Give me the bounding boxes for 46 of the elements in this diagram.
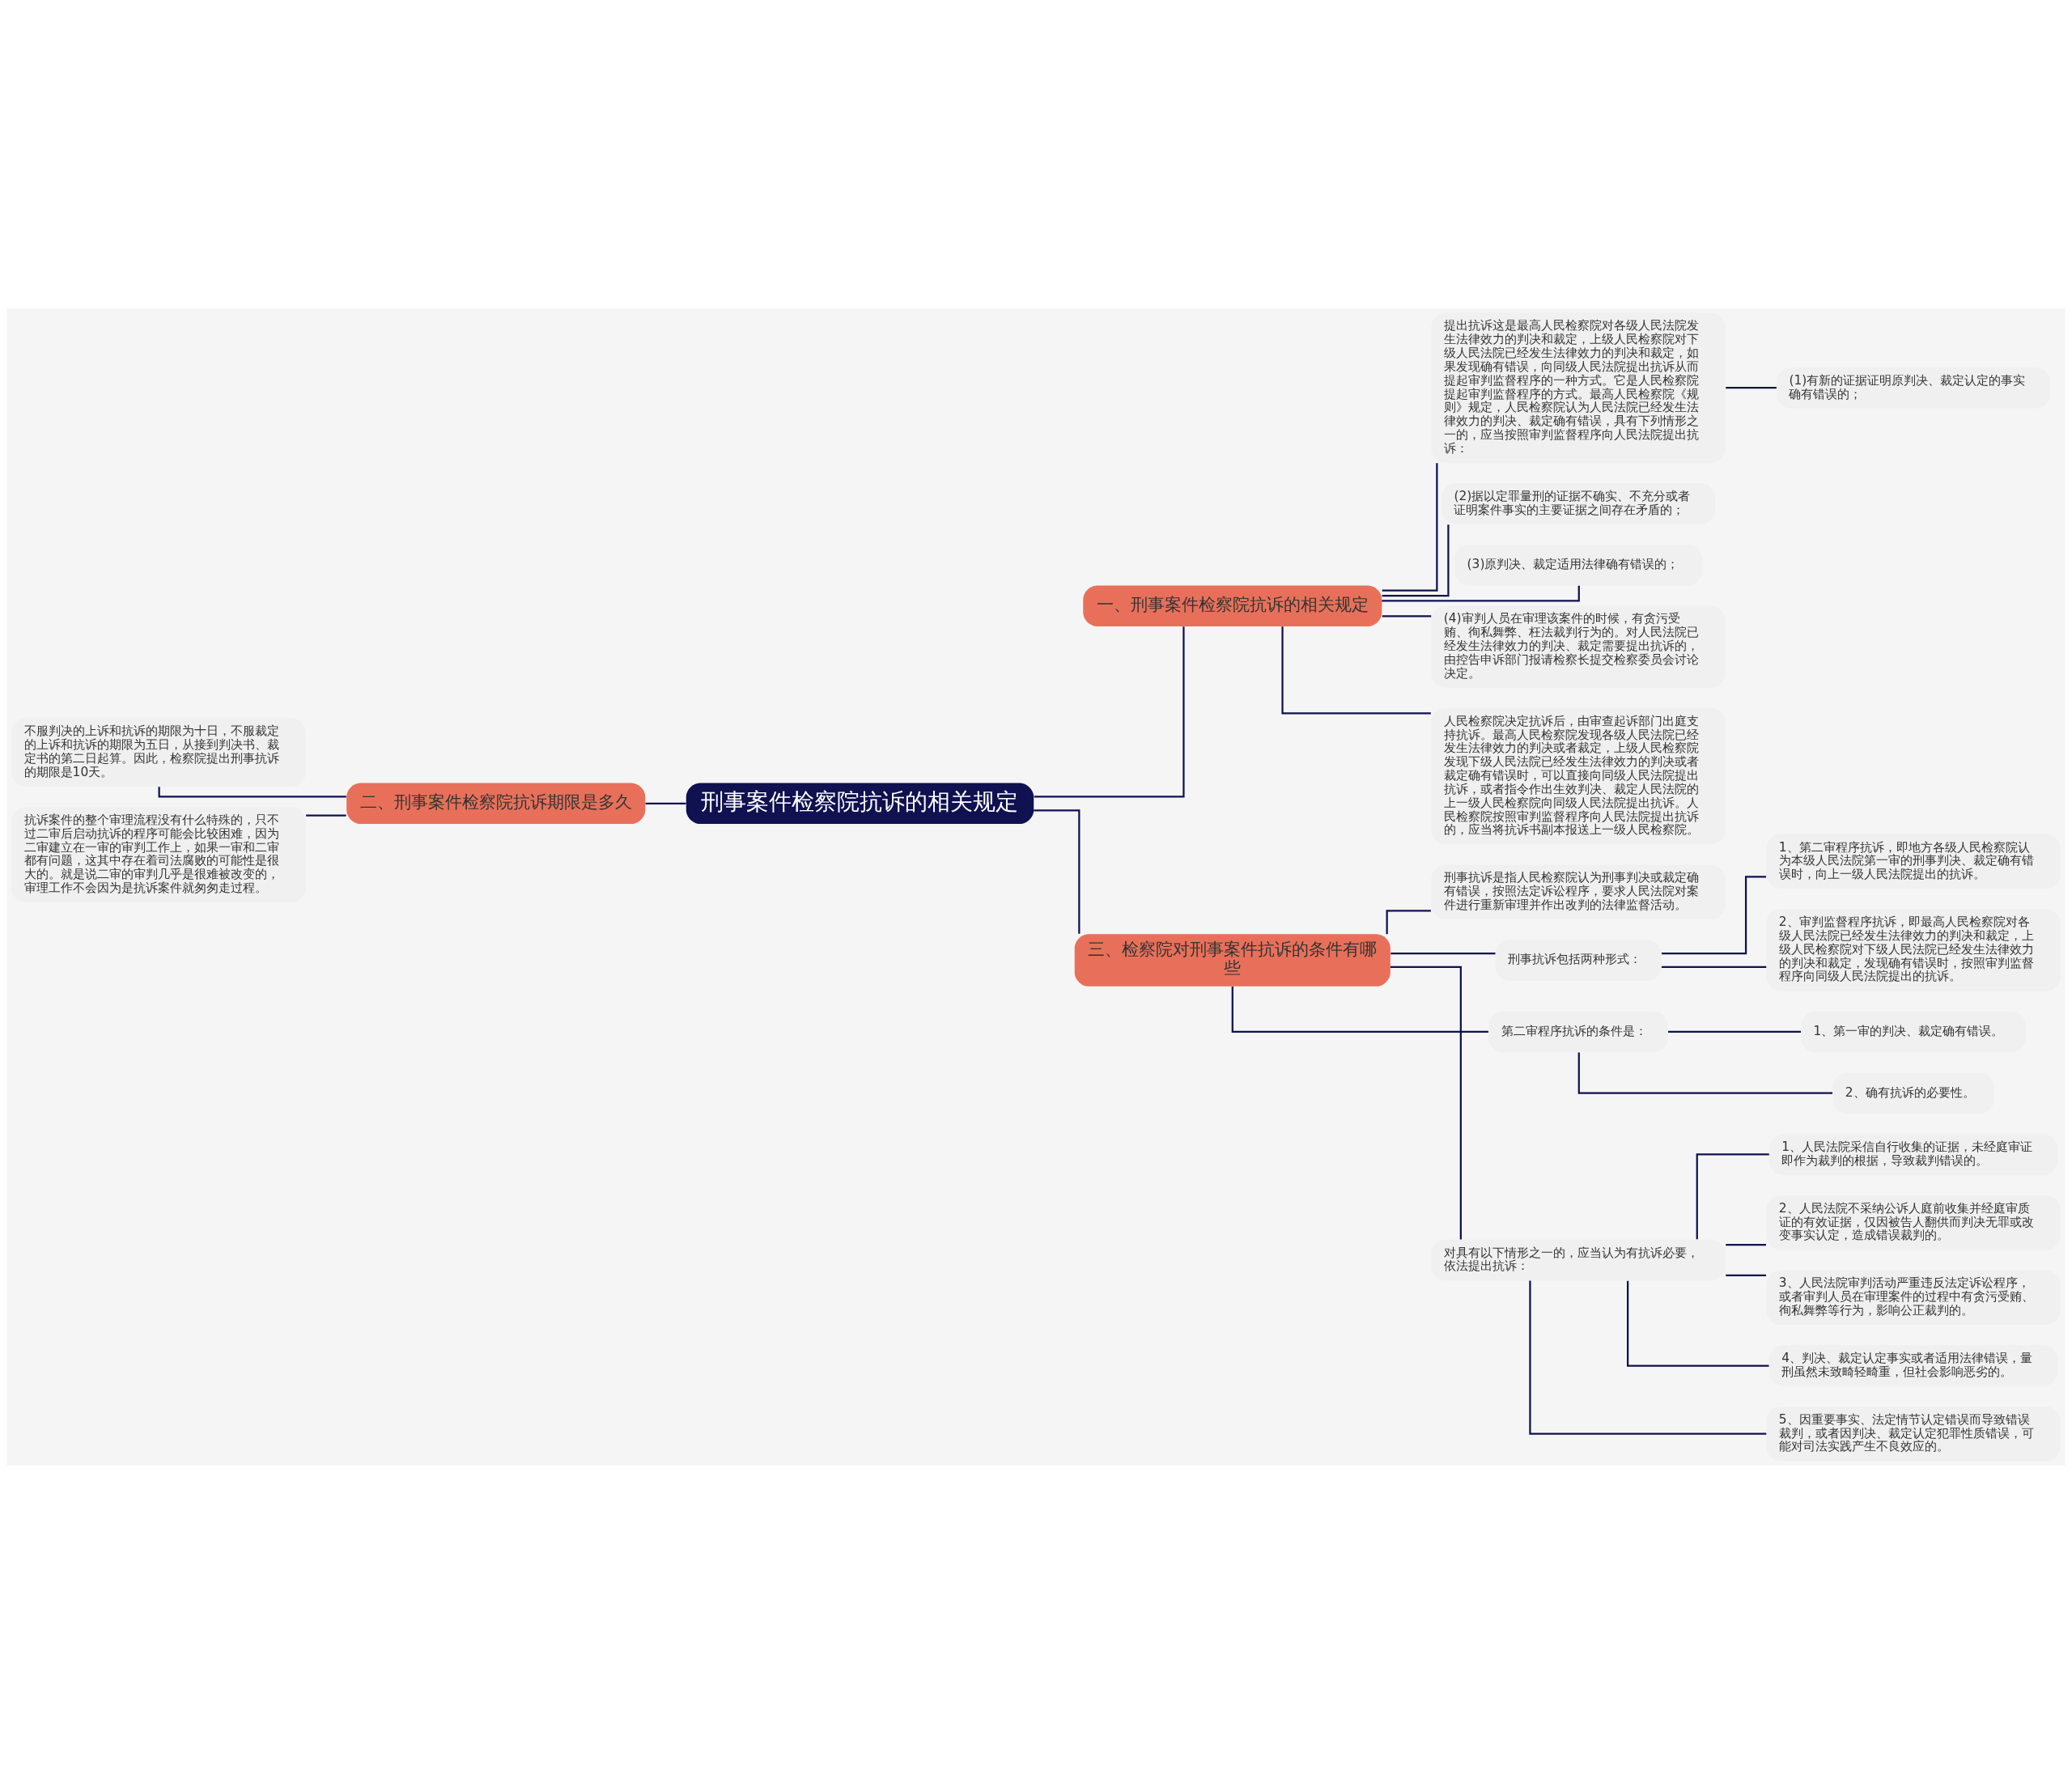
node-text: 对具有以下情形之一的，应当认为有抗诉必要，依法提出抗诉： [1443,1245,1699,1274]
node-box: 一、刑事案件检察院抗诉的相关规定 [1083,585,1382,626]
connector [1726,1274,1766,1277]
connector [1382,615,1432,618]
connector [1627,1280,1769,1367]
connector [1577,1052,1833,1094]
connector [1382,524,1450,597]
node-text: 3、人民法院审判活动严重违反法定诉讼程序，或者审判人员在审理案件的过程中有贪污受贿、徇私舞弊等行为，影响公正裁判的。 [1778,1275,2034,1318]
connector [1231,986,1488,1033]
connector [1382,463,1438,592]
connector [1661,966,1767,969]
connector [1726,1243,1766,1246]
node-text: (2)据以定罪量刑的证据不确实、不充分或者证明案件事实的主要证据之间存在矛盾的； [1454,488,1691,517]
connector [1390,966,1462,1240]
node-text: 第二审程序抗诉的条件是： [1501,1023,1647,1038]
node-text: 1、人民法院采信自行收集的证据，未经庭审证即作为裁判的根据，导致裁判错误的。 [1781,1139,2033,1168]
connector [1529,1280,1767,1435]
connector [645,802,686,804]
node-text: (1)有新的证据证明原判决、裁定认定的事实确有错误的； [1789,372,2026,401]
node-text: 2、人民法院不采纳公诉人庭前收集并经庭审质证的有效证据，仅因被告人翻供而判决无罪或改变事实认定，造成错误裁判的。 [1778,1200,2034,1243]
node-text: (3)原判决、裁定适用法律确有错误的； [1467,557,1679,572]
connector [1726,387,1777,389]
node-text: 1、第一审的判决、裁定确有错误。 [1813,1023,2004,1038]
connector [1391,952,1496,955]
connector [306,814,346,817]
node-text: 刑事抗诉是指人民检察院认为刑事判决或裁定确有错误，按照法定诉讼程序，要求人民法院对案件进行重新审理并作出改判的法律监督活动。 [1443,870,1699,913]
node-text: 2、确有抗诉的必要性。 [1845,1084,1975,1100]
node-text: 2、审判监督程序抗诉，即最高人民检察院对各级人民法院已经发生法律效力的判决和裁定，上级人民检察院对下级人民法院已经发生法律效力的判决和裁定，发现确有错误时，按照审判监督程序向同级人民法院提出的抗诉。 [1778,915,2034,984]
node-box: 二、刑事案件检察院抗诉期限是多久 [346,783,646,825]
node-text: (4)审判人员在审理该案件的时候，有贪污受贿、徇私舞弊、枉法裁判行为的。对人民法院已经发生法律效力的判决、裁定需要提出抗诉的，由控告申诉部门报请检察长提交检察委员会讨论决定。 [1443,611,1699,681]
connector [1386,910,1431,935]
node-box: 刑事案件检察院抗诉的相关规定 [686,783,1034,825]
node-text: 不服判决的上诉和抗诉的期限为十日，不服裁定的上诉和抗诉的期限为五日，从接到判决书、裁定书的第二日起算。因此，检察院提出刑事抗诉的期限是10天。 [23,724,279,779]
node-text: 人民检察院决定抗诉后，由审查起诉部门出庭支持抗诉。最高人民检察院发现各级人民法院已经发生法律效力的判决或者裁定，上级人民检察院发现下级人民法院已经发生法律效力的判决或者裁定确有错误时，可以直接向同级人民法院提出抗诉，或者指令作出生效判决、裁定人民法院的上一级人民检察院向同级人民法院提出抗诉。人民检察院按照审判监督程序向人民法院提出抗诉的，应当将抗诉书副本报送上一级人民检察院。 [1443,713,1699,838]
node-text: 抗诉案件的整个审理流程没有什么特殊的，只不过二审后启动抗诉的程序可能会比较困难，因为二审建立在一审的审判工作上，如果一审和二审都有问题，这其中存在着司法腐败的可能性是很大的。就是说二审的审判几乎是很难被改变的，审理工作不会因为是抗诉案件就匆匆走过程。 [23,812,279,896]
node-text: 刑事抗诉包括两种形式： [1508,952,1642,967]
node-text: 1、第二审程序抗诉，即地方各级人民检察院认为本级人民法院第一审的刑事判决、裁定确有错误时，向上一级人民法院提出的抗诉。 [1778,839,2034,882]
connector [1281,626,1431,715]
connector [1696,1153,1769,1240]
node-text: 4、判决、裁定认定事实或者适用法律错误，量刑虽然未致畸轻畸重，但社会影响恶劣的。 [1781,1351,2033,1379]
connector [1668,1030,1802,1033]
node-text: 5、因重要事实、法定情节认定错误而导致错误裁判，或者因判决、裁定认定犯罪性质错误，可能对司法实践产生不良效应的。 [1778,1411,2034,1454]
node-box: 三、检察院对刑事案件抗诉的条件有哪些 [1074,934,1391,987]
connector [1034,809,1081,934]
connector [1034,626,1185,798]
node-text: 提出抗诉这是最高人民检察院对各级人民法院发生法律效力的判决和裁定，上级人民检察院对下级人民法院已经发生法律效力的判决和裁定，如果发现确有错误，向同级人民法院提出抗诉从而提起审判监督程序的一种方式。它是人民检察院提起审判监督程序的方式。最高人民检察院《规则》规定，人民检察院认为人民法院已经发生法律效力的判决、裁定确有错误，具有下列情形之一的，应当按照审判监督程序向人民法院提出抗诉： [1443,318,1699,456]
